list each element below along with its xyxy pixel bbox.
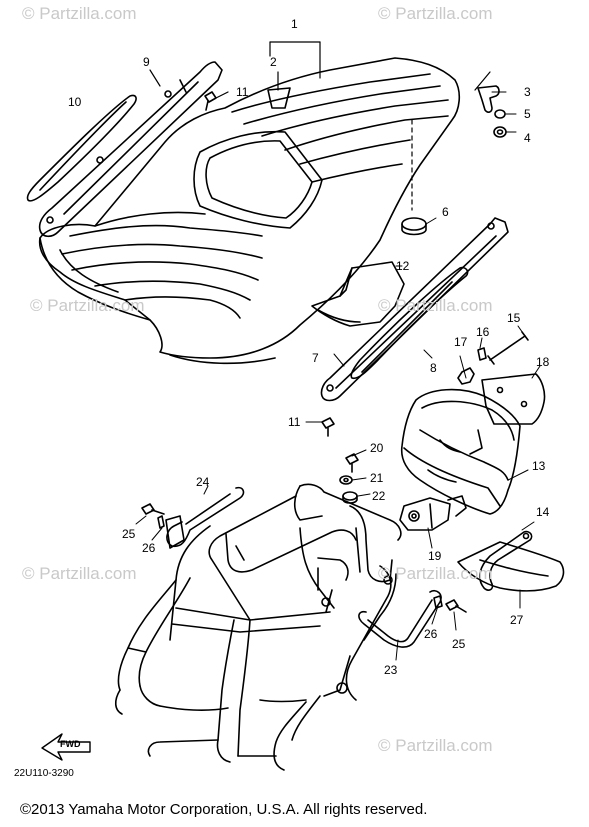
callout-10: 10 <box>68 95 82 109</box>
callout-4: 4 <box>524 131 531 145</box>
callout-24: 24 <box>196 475 210 489</box>
watermark: © Partzilla.com <box>378 296 493 315</box>
callout-26: 26 <box>142 541 156 555</box>
callout-14: 14 <box>536 505 550 519</box>
bolt-20 <box>345 453 359 473</box>
callout-27: 27 <box>510 613 524 627</box>
copyright-notice: ©2013 Yamaha Motor Corporation, U.S.A. A… <box>20 801 428 818</box>
callout-25: 25 <box>122 527 136 541</box>
bolt-25-right <box>445 599 467 613</box>
watermark: © Partzilla.com <box>378 736 493 755</box>
bolt-15 <box>487 331 529 365</box>
damper-6 <box>401 217 427 236</box>
bolt-25-left <box>141 503 165 515</box>
bolt-11-top <box>204 91 217 111</box>
callout-25b: 25 <box>452 637 466 651</box>
callout-11b: 11 <box>288 415 301 429</box>
washer-26-right <box>433 595 443 609</box>
callout-11: 11 <box>236 85 249 99</box>
watermark: © Partzilla.com <box>30 296 145 315</box>
callout-2: 2 <box>270 55 277 69</box>
callout-26b: 26 <box>424 627 438 641</box>
seat <box>38 57 461 365</box>
washer-16 <box>477 347 487 361</box>
washer-21 <box>339 475 353 485</box>
bracket-washer-nut <box>477 85 507 138</box>
callout-3: 3 <box>524 85 531 99</box>
seat-tray-12 <box>311 261 405 327</box>
right-trim-strip <box>350 266 469 380</box>
callout-12: 12 <box>396 259 410 273</box>
callout-7: 7 <box>312 351 319 365</box>
callout-21: 21 <box>370 471 384 485</box>
watermark: © Partzilla.com <box>378 564 493 583</box>
rear-frame <box>114 483 402 771</box>
grab-bar-23 <box>358 589 442 648</box>
forward-label: FWD <box>60 739 81 749</box>
flap-27 <box>457 541 565 592</box>
watermark: © Partzilla.com <box>22 564 137 583</box>
callout-17: 17 <box>454 335 468 349</box>
callout-15: 15 <box>507 311 521 325</box>
diagram-code: 22U110-3290 <box>14 768 74 779</box>
seat-lock-19 <box>399 495 467 531</box>
washer-26-left <box>157 515 165 529</box>
callout-8: 8 <box>430 361 437 375</box>
callout-1: 1 <box>291 17 298 31</box>
callout-16: 16 <box>476 325 490 339</box>
callout-20: 20 <box>370 441 384 455</box>
cover-18 <box>481 373 546 425</box>
callout-leaders <box>135 91 541 661</box>
grab-bar-24 <box>165 486 245 549</box>
callout-23: 23 <box>384 663 398 677</box>
tail-cover-13 <box>400 388 521 515</box>
callout-19: 19 <box>428 549 442 563</box>
side-trim-strip <box>26 94 137 202</box>
bolt-11-lower <box>321 417 335 437</box>
forward-arrow <box>41 733 91 761</box>
callout-18: 18 <box>536 355 550 369</box>
bracket-14 <box>478 530 533 591</box>
left-seat-rail <box>38 61 223 238</box>
watermark: © Partzilla.com <box>378 4 493 23</box>
callout-22: 22 <box>372 489 386 503</box>
callout-6: 6 <box>442 205 449 219</box>
callout-13: 13 <box>532 459 546 473</box>
callout-9: 9 <box>143 55 150 69</box>
callout-5: 5 <box>524 107 531 121</box>
nut-17 <box>457 367 475 385</box>
right-seat-rail <box>320 217 509 402</box>
watermark: © Partzilla.com <box>22 4 137 23</box>
